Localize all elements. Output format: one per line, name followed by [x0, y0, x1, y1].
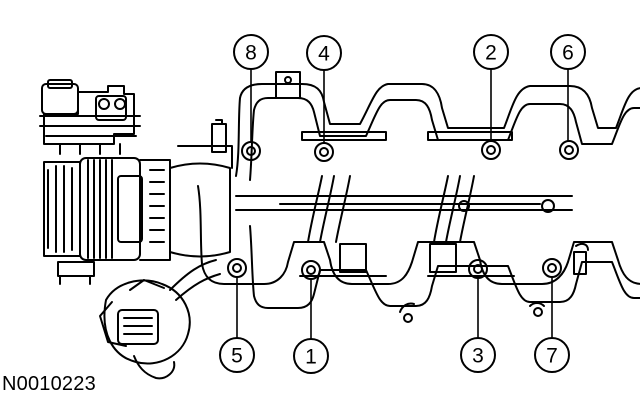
callout-3: 3: [460, 337, 496, 373]
callout-4: 4: [306, 35, 342, 71]
throttle-actuator: [39, 79, 141, 155]
bolt-6: [559, 140, 579, 160]
callout-2-label: 2: [485, 42, 497, 65]
figure-reference-code: N0010223: [2, 373, 96, 395]
callout-1: 1: [293, 338, 329, 374]
callout-8-label: 8: [245, 42, 257, 65]
callout-3-label: 3: [472, 345, 484, 368]
callout-5: 5: [219, 337, 255, 373]
throttle-body: [43, 119, 233, 285]
intake-manifold: [197, 71, 640, 323]
bolt-5: [227, 258, 247, 278]
callout-1-label: 1: [305, 346, 317, 369]
callout-7-label: 7: [546, 345, 558, 368]
bolt-4: [314, 142, 334, 162]
leader-lines: [236, 67, 569, 340]
callout-4-label: 4: [318, 43, 330, 66]
bolt-7: [542, 258, 562, 278]
callout-6-label: 6: [562, 42, 574, 65]
electrical-connector: [99, 259, 221, 380]
callout-5-label: 5: [231, 345, 243, 368]
callout-7: 7: [534, 337, 570, 373]
bolt-2: [481, 140, 501, 160]
callout-2: 2: [473, 34, 509, 70]
callout-8: 8: [233, 34, 269, 70]
callout-6: 6: [550, 34, 586, 70]
